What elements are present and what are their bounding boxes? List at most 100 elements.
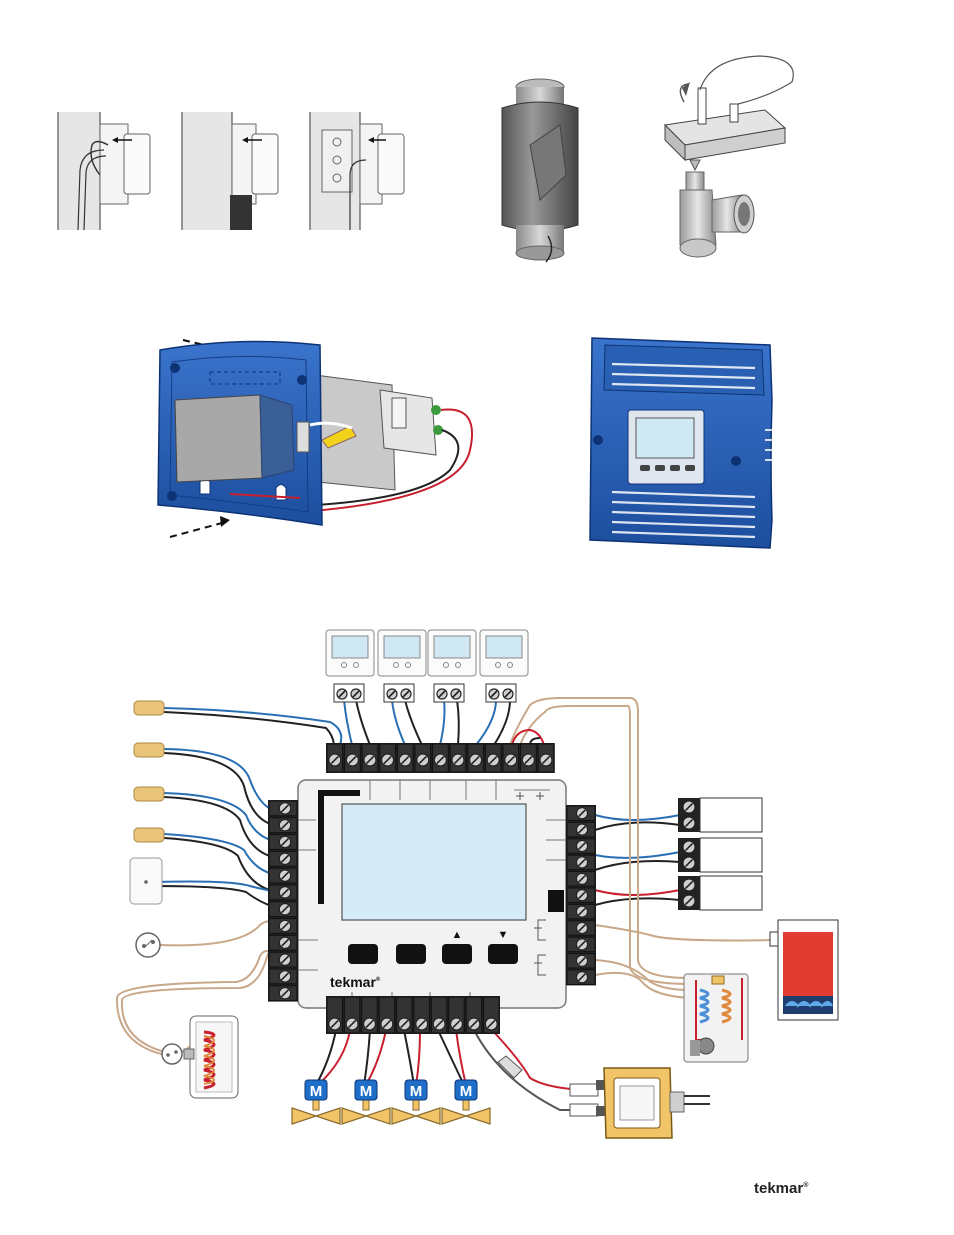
terminal-screw [485, 1018, 497, 1030]
zone-valve-3: M [392, 1080, 440, 1124]
terminal-screw [522, 754, 534, 766]
terminal-screw [279, 920, 290, 931]
terminal-screw [279, 819, 290, 830]
thermostat-1 [326, 630, 374, 676]
terminal-screw [683, 801, 695, 813]
terminal-screw [346, 754, 358, 766]
terminal-screw [576, 906, 587, 917]
terminal-screw [576, 972, 587, 983]
relay-terminals [678, 798, 700, 910]
terminal-screw [683, 895, 695, 907]
terminal-screw [540, 754, 552, 766]
terminal-screw [279, 971, 290, 982]
terminal-screw [382, 754, 394, 766]
terminal-screw [468, 1018, 480, 1030]
terminal-screw [433, 1018, 445, 1030]
terminal-screw [576, 955, 587, 966]
terminal-screw [346, 1018, 358, 1030]
terminal-screw [576, 873, 587, 884]
wall-sensor-mounting-panel-1 [58, 112, 150, 230]
actuator-label: M [460, 1083, 473, 1100]
terminal-screw [437, 689, 447, 699]
thermostat-2 [378, 630, 426, 676]
terminal-screw [451, 689, 461, 699]
controller-enclosure-front-view [590, 338, 772, 548]
terminal-screw [576, 890, 587, 901]
mixing-module [684, 974, 748, 1062]
terminal-screw [398, 1018, 410, 1030]
terminal-screw [364, 754, 376, 766]
controller-button-up[interactable] [442, 944, 472, 964]
terminal-screw [279, 870, 290, 881]
top-terminal-strip [326, 743, 555, 773]
wall-sensor-mounting-panel-2 [182, 112, 278, 230]
transformer [498, 1056, 710, 1138]
pipe-sensor-insulated [502, 79, 578, 262]
terminal-screw [452, 754, 464, 766]
immersion-sensor-well [665, 56, 793, 257]
zone-relays [700, 798, 762, 910]
terminal-screw [576, 857, 587, 868]
terminal-screw [487, 754, 499, 766]
zone-valve-1: M [292, 1080, 340, 1124]
controller-button-down[interactable] [488, 944, 518, 964]
wall-mount-exploded-view [158, 340, 472, 537]
terminal-screw [416, 1018, 428, 1030]
terminal-screw [576, 840, 587, 851]
terminal-screw [364, 1018, 376, 1030]
terminal-screw [470, 754, 482, 766]
thermostat-group [326, 630, 528, 676]
controller-logo: tekmar® [330, 974, 381, 990]
terminal-screw [387, 689, 397, 699]
terminal-screw [279, 903, 290, 914]
terminal-screw [279, 954, 290, 965]
terminal-screw [683, 879, 695, 891]
thermostat-3 [428, 630, 476, 676]
terminal-screw [279, 887, 290, 898]
terminal-screw [576, 824, 587, 835]
terminal-screw [279, 937, 290, 948]
controller-button-1[interactable] [348, 944, 378, 964]
controller-button-2[interactable] [396, 944, 426, 964]
terminal-screw [329, 1018, 341, 1030]
terminal-screw [434, 754, 446, 766]
terminal-screw [576, 922, 587, 933]
dhw-tank [162, 1016, 238, 1098]
actuator-label: M [410, 1083, 423, 1100]
terminal-screw [279, 803, 290, 814]
terminal-screw [576, 939, 587, 950]
terminal-screw [399, 754, 411, 766]
bottom-terminal-strip [326, 996, 500, 1034]
terminal-screw [381, 1018, 393, 1030]
terminal-screw [683, 841, 695, 853]
actuator-label: M [360, 1083, 373, 1100]
terminal-screw [279, 836, 290, 847]
zone-valve-2: M [342, 1080, 390, 1124]
thermostat-4 [480, 630, 528, 676]
zone-valve-4: M [442, 1080, 490, 1124]
right-terminal-strip [566, 805, 596, 985]
outdoor-sensors [130, 701, 164, 957]
footer-logo: tekmar® [754, 1180, 808, 1197]
terminal-screw [683, 817, 695, 829]
terminal-screw [417, 754, 429, 766]
terminal-screw [489, 689, 499, 699]
terminal-screw [505, 754, 517, 766]
terminal-screw [337, 689, 347, 699]
terminal-screw [279, 853, 290, 864]
up-arrow-icon: ▲ [452, 929, 463, 941]
thermostat-terminals [334, 684, 516, 702]
boiler [770, 920, 838, 1020]
wall-sensor-mounting-panel-3 [310, 112, 404, 230]
terminal-screw [351, 689, 361, 699]
actuator-label: M [310, 1083, 323, 1100]
terminal-screw [279, 987, 290, 998]
terminal-screw [401, 689, 411, 699]
terminal-screw [329, 754, 341, 766]
left-terminal-strip [268, 800, 298, 1002]
terminal-screw [451, 1018, 463, 1030]
down-arrow-icon: ▼ [498, 929, 509, 941]
terminal-screw [503, 689, 513, 699]
